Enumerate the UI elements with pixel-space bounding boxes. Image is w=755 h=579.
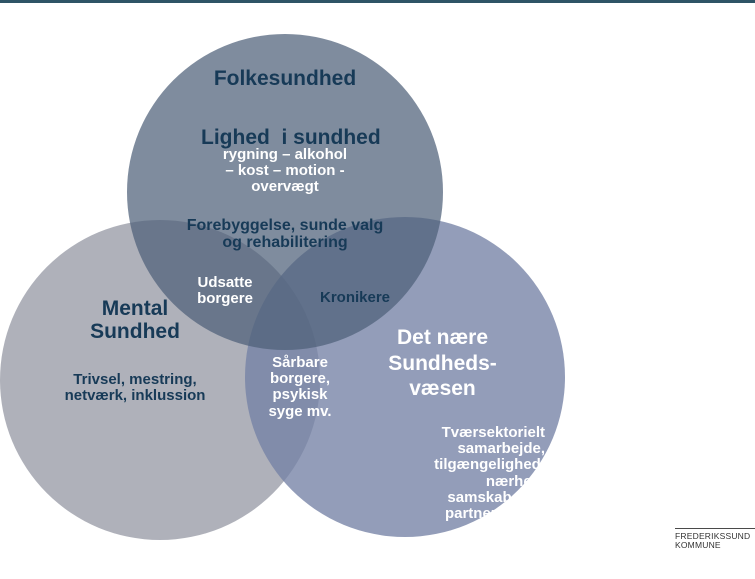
overlap-kronikere: Kronikere: [319, 289, 391, 306]
overlap-saarbare-borgere: Sårbare borgere, psykisk syge mv.: [268, 354, 332, 420]
logo-rule: [675, 528, 755, 529]
title-lighed-i-sundhed: Lighed i sundhed: [201, 125, 381, 149]
topics-folkesundhed: rygning – alkohol – kost – motion - over…: [222, 146, 348, 196]
topics-mental-sundhed: Trivsel, mestring, netværk, inklussion: [64, 371, 206, 405]
topics-det-naere-sundhedsvaesen: Tværsektorielt samarbejde, tilgængelighe…: [434, 424, 545, 522]
overlap-forebyggelse: Forebyggelse, sunde valg og rehabiliteri…: [186, 217, 384, 252]
logo-text-line1: FREDERIKSSUND: [675, 531, 751, 541]
title-folkesundhed: Folkesundhed: [213, 67, 357, 90]
circle-folkesundhed: [127, 34, 443, 350]
logo-text-line2: KOMMUNE: [675, 539, 721, 550]
municipality-logo: FREDERIKSSUND KOMMUNE: [675, 528, 755, 550]
top-rule: [0, 0, 755, 3]
title-mental-sundhed: Mental Sundhed: [90, 297, 180, 343]
overlap-udsatte-borgere: Udsatte borgere: [197, 274, 253, 308]
title-det-naere-sundhedsvaesen: Det nære Sundheds- væsen: [388, 326, 497, 401]
